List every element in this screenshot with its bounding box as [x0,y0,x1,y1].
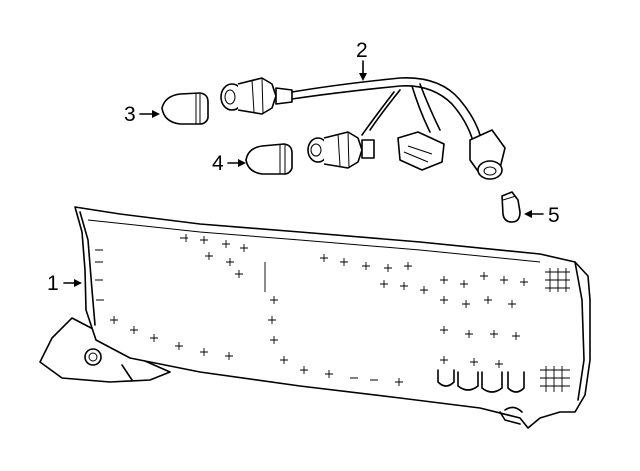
callout-label-5: 5 [548,204,560,227]
callout-1: 1 [47,272,82,295]
callout-label-4: 4 [212,152,224,175]
callout-2: 2 [356,39,368,81]
callout-3: 3 [124,103,160,126]
bulb-3 [161,92,209,125]
callout-5: 5 [524,204,560,227]
bulb-5 [501,191,521,223]
callout-label-3: 3 [124,103,136,126]
lamp-housing [39,206,591,429]
callout-label-2: 2 [356,39,368,62]
callout-label-1: 1 [47,272,59,295]
bulb-4 [245,143,293,175]
wiring-harness [220,77,506,180]
callout-4: 4 [212,152,246,175]
